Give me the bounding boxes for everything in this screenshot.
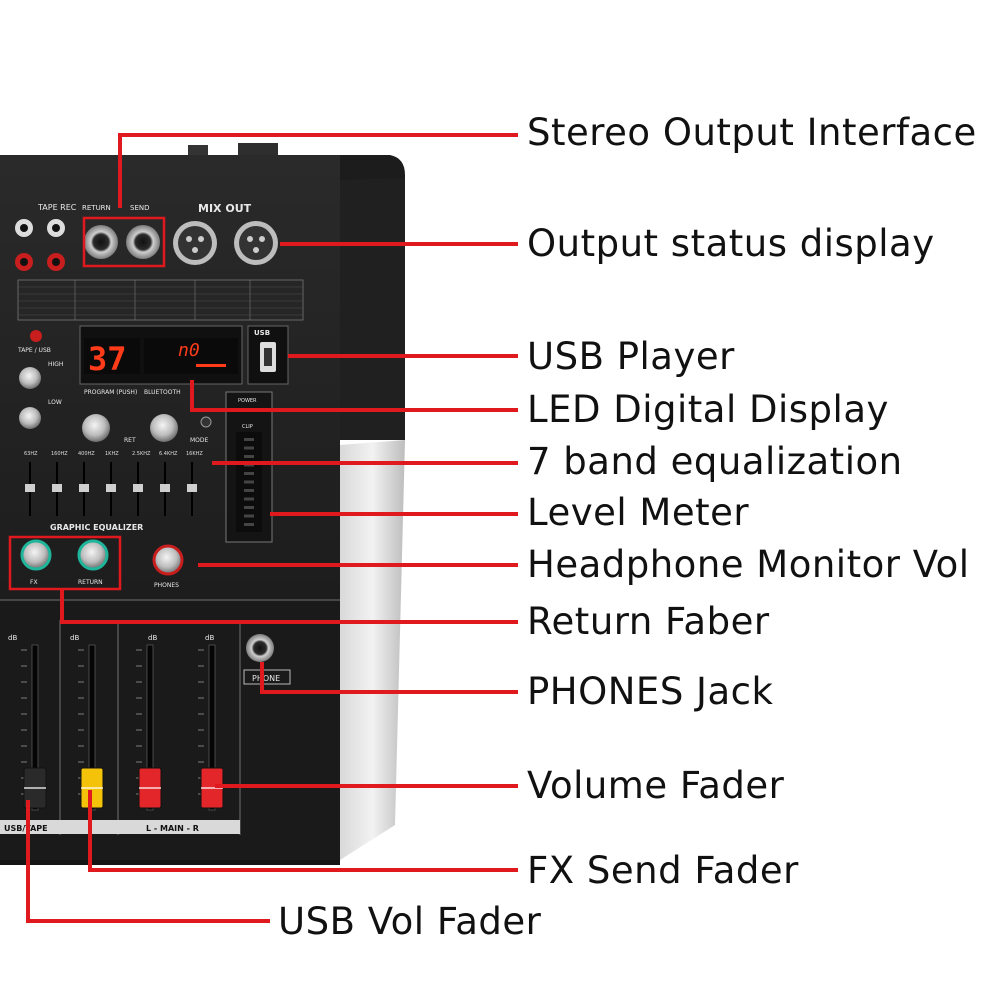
bluetooth-knob[interactable] xyxy=(150,414,178,442)
callout-7-band-equalization: 7 band equalization xyxy=(527,440,903,483)
callout-fx-send-fader: FX Send Fader xyxy=(527,849,799,892)
eq-slider-cap[interactable] xyxy=(106,484,116,492)
program-knob[interactable] xyxy=(82,414,110,442)
meter-led xyxy=(244,472,254,475)
callout-volume-fader: Volume Fader xyxy=(527,764,785,807)
callout-line-fx-send xyxy=(88,790,518,872)
usb-tape-label: USB/TAPE xyxy=(4,824,48,833)
phones-label: PHONES xyxy=(154,582,179,589)
program-push-label: PROGRAM (PUSH) xyxy=(84,389,137,396)
return-faber-highlight xyxy=(8,535,122,591)
high-label: HIGH xyxy=(48,361,63,368)
callout-line-led-display xyxy=(190,380,518,412)
power-label: POWER xyxy=(238,398,257,404)
fader-track xyxy=(31,644,39,811)
send-label: SEND xyxy=(130,204,150,212)
return-knob[interactable] xyxy=(77,539,109,571)
meter-led xyxy=(244,455,254,458)
monitor-section: FX RETURN PHONES xyxy=(20,539,184,589)
db-label: dB xyxy=(8,634,17,642)
callout-lines xyxy=(8,133,518,923)
callout-stereo-output-interface: Stereo Output Interface xyxy=(527,111,977,154)
l-main-r-label: L - MAIN - R xyxy=(146,824,199,833)
fx-knob[interactable] xyxy=(20,539,52,571)
meter-led xyxy=(244,506,254,509)
mode-label: MODE xyxy=(190,437,209,444)
eq-band-label: 63HZ xyxy=(24,451,38,457)
callout-usb-vol-fader: USB Vol Fader xyxy=(278,900,542,943)
stereo-output-highlight xyxy=(82,216,166,268)
fader-track xyxy=(146,644,154,811)
eq-slider-cap[interactable] xyxy=(133,484,143,492)
fx-label: FX xyxy=(30,579,38,586)
return-knob-label: RETURN xyxy=(78,579,103,586)
eq-slider-cap[interactable] xyxy=(52,484,62,492)
mix-out-label: MIX OUT xyxy=(198,202,252,215)
db-label: dB xyxy=(148,634,157,642)
low-knob[interactable] xyxy=(19,407,41,429)
eq-band-label: 1KHZ xyxy=(105,451,119,457)
meter-led xyxy=(244,438,254,441)
phone-label: PHONE xyxy=(252,674,280,683)
usb-display-text: n0 xyxy=(178,340,200,361)
usb-logo-text: USB xyxy=(254,329,270,337)
tape-usb-led xyxy=(30,330,42,342)
phones-jack xyxy=(246,634,274,662)
display-section: 37 n0 USB xyxy=(79,325,289,385)
io-section: TAPE REC RETURN SEND MIX OUT xyxy=(15,202,278,271)
db-label: dB xyxy=(70,634,79,642)
graphic-equalizer-label: GRAPHIC EQUALIZER xyxy=(50,523,143,532)
eq-band-label: 160HZ xyxy=(51,451,68,457)
meter-led xyxy=(244,480,254,484)
tape-usb-label: TAPE / USB xyxy=(17,347,51,354)
fader-track xyxy=(208,644,216,811)
program-section: PROGRAM (PUSH) BLUETOOTH RET MODE xyxy=(82,389,212,444)
led-program-number: 37 xyxy=(88,340,127,378)
meter-led xyxy=(244,514,254,518)
eq-band-label: 16KHZ xyxy=(186,451,203,457)
phones-knob[interactable] xyxy=(152,544,184,576)
high-knob[interactable] xyxy=(19,367,41,389)
eq-slider-cap[interactable] xyxy=(25,484,35,492)
tape-rec-label: TAPE REC xyxy=(37,203,77,212)
callout-line-usb-vol xyxy=(26,800,270,923)
eq-band-label: 2.5KHZ xyxy=(132,451,151,457)
eq-slider-cap[interactable] xyxy=(79,484,89,492)
callout-return-faber: Return Faber xyxy=(527,600,770,643)
eq-slider-cap[interactable] xyxy=(187,484,197,492)
eq-slider-cap[interactable] xyxy=(160,484,170,492)
eq-band-label: 400HZ xyxy=(78,451,95,457)
callout-line-return-faber xyxy=(60,589,518,624)
tape-usb-section: TAPE / USB HIGH LOW xyxy=(17,330,63,429)
callout-output-status-display: Output status display xyxy=(527,222,935,265)
callout-line-stereo-output xyxy=(118,133,518,208)
mode-button[interactable] xyxy=(200,416,212,428)
graphic-equalizer: 63HZ 160HZ 400HZ 1KHZ 2.5KHZ 6.4KHZ 16KHZ GRAP… xyxy=(24,451,203,532)
callout-usb-player: USB Player xyxy=(527,335,735,378)
meter-led xyxy=(244,497,254,501)
bluetooth-label: BLUETOOTH xyxy=(144,389,181,396)
meter-led xyxy=(244,446,254,450)
return-jack xyxy=(84,225,118,259)
meter-led xyxy=(244,489,254,492)
low-label: LOW xyxy=(48,399,62,406)
eq-band-label: 6.4KHZ xyxy=(159,451,178,457)
level-meter: POWER CLIP xyxy=(225,391,273,543)
effects-list xyxy=(17,279,304,321)
meter-led xyxy=(244,523,254,526)
db-label: dB xyxy=(205,634,214,642)
clip-label: CLIP xyxy=(242,424,253,430)
callout-headphone-monitor-vol: Headphone Monitor Vol xyxy=(527,543,970,586)
return-label: RETURN xyxy=(82,204,111,212)
send-jack xyxy=(126,225,160,259)
ret-label: RET xyxy=(124,437,136,444)
callout-led-digital-display: LED Digital Display xyxy=(527,388,889,431)
callout-level-meter: Level Meter xyxy=(527,491,750,534)
callout-line-phones-jack xyxy=(260,662,518,694)
callout-phones-jack: PHONES Jack xyxy=(527,670,774,713)
